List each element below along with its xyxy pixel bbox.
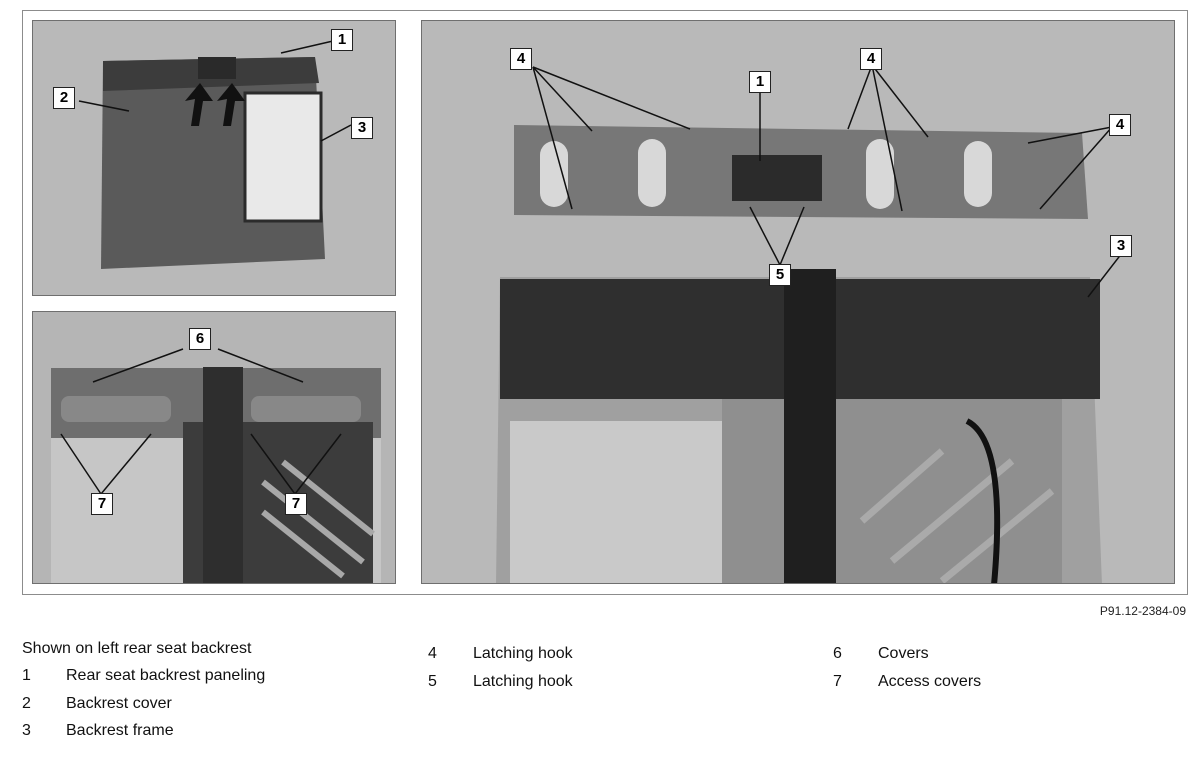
legend-item-label: Covers [878,645,929,662]
figure-code: P91.12-2384-09 [1099,604,1186,618]
legend-column-2: 4 Latching hook 5 Latching hook [428,645,728,700]
legend-column-1: Shown on left rear seat backrest 1 Rear … [22,640,382,750]
callout-7-left: 7 [91,493,113,515]
legend-item: 1 Rear seat backrest paneling [22,667,382,695]
legend-item-number: 3 [22,722,31,739]
legend-item-label: Rear seat backrest paneling [66,667,266,684]
callout-5: 5 [769,264,791,286]
callout-3-right: 3 [1110,235,1132,257]
legend-item-label: Latching hook [473,645,573,662]
photo-latching-hooks: 4 4 4 1 5 3 [421,20,1175,584]
legend-item-number: 4 [428,645,437,662]
legend-item: 7 Access covers [833,673,1133,701]
callout-6: 6 [189,328,211,350]
callout-4-center: 4 [860,48,882,70]
photo-covers: 6 7 7 [32,311,396,584]
legend-item: 5 Latching hook [428,673,728,701]
callout-4-left: 4 [510,48,532,70]
callout-1-right: 1 [749,71,771,93]
legend-item: 4 Latching hook [428,645,728,673]
photo-backrest-cover-drawing [33,21,395,295]
callout-3: 3 [351,117,373,139]
legend-item-number: 5 [428,672,437,690]
photo-covers-drawing [33,312,395,583]
callout-2: 2 [53,87,75,109]
legend-item-label: Backrest cover [66,694,172,712]
legend-item: 6 Covers [833,645,1133,673]
legend-column-3: 6 Covers 7 Access covers [833,645,1133,700]
photo-latching-hooks-drawing [422,21,1174,583]
legend-item-number: 2 [22,694,31,712]
legend-caption-text: Shown on left rear seat backrest [22,640,252,657]
legend-item-label: Backrest frame [66,722,174,739]
callout-7-right: 7 [285,493,307,515]
photo-backrest-cover: 1 2 3 [32,20,396,296]
legend-item: 2 Backrest cover [22,695,382,723]
legend-item-number: 6 [833,645,842,662]
legend-item-label: Latching hook [473,672,573,690]
callout-1: 1 [331,29,353,51]
legend-item-number: 7 [833,672,842,690]
legend-item-number: 1 [22,667,31,684]
legend-item: 3 Backrest frame [22,722,382,750]
legend-item-label: Access covers [878,672,982,690]
legend-caption: Shown on left rear seat backrest [22,640,382,667]
callout-4-right: 4 [1109,114,1131,136]
